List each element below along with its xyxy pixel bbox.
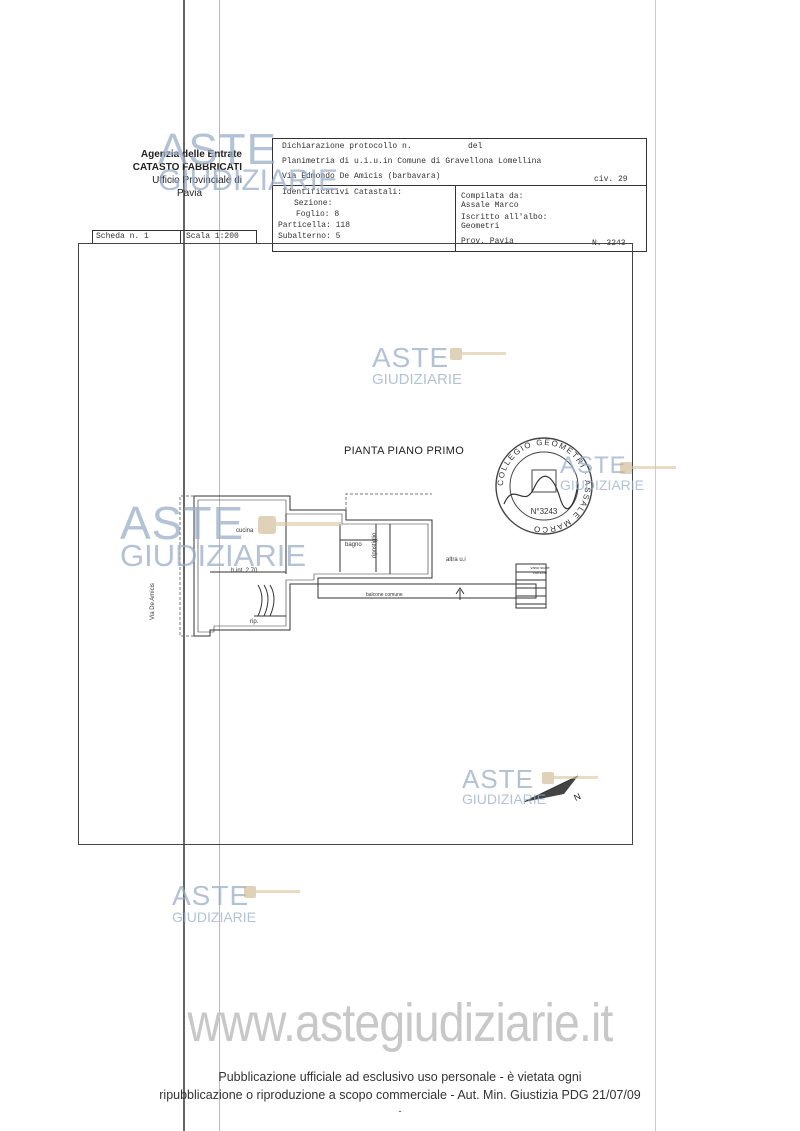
- subalterno-line: Subalterno: 5: [278, 232, 341, 241]
- compilata-line: Compilata da:: [461, 192, 524, 201]
- iscritto-line: Iscritto all'albo:: [461, 213, 548, 222]
- plan-outline-inner: [197, 499, 429, 633]
- address-line: Via Edmondo De Amicis (barbavara): [282, 172, 441, 181]
- ident-title: Identificativi Catastali:: [282, 188, 403, 197]
- header-form: [272, 138, 647, 252]
- civ-line: civ. 29: [594, 175, 628, 184]
- header-divider-2: [455, 185, 456, 251]
- gavel-icon: [542, 772, 598, 784]
- scan-line-left: [183, 0, 185, 1131]
- watermark-plan: ASTE GIUDIZIARIE: [120, 497, 307, 573]
- watermark-stamp: ASTE GIUDIZIARIE: [560, 452, 645, 493]
- province-label: Pavia: [176, 188, 202, 199]
- gavel-icon: [620, 462, 676, 474]
- gavel-icon: [450, 348, 506, 360]
- scheda-label: Scheda n. 1: [96, 232, 149, 241]
- surveyor-stamp: COLLEGIO GEOMETRI · ASSALE MARCO N°3243: [495, 437, 593, 535]
- footer-line-2: ripubblicazione o riproduzione a scopo c…: [159, 1088, 641, 1102]
- signature: [503, 475, 579, 510]
- scan-line-left-2: [219, 0, 220, 1131]
- declaration-line: Dichiarazione protocollo n.: [282, 142, 412, 151]
- agency-name: Agenzia delle Entrate: [140, 149, 242, 160]
- label-ripostiglio: ripostiglio: [372, 532, 378, 558]
- stamp-number: N°3243: [531, 507, 558, 516]
- footer-line-1: Pubblicazione ufficiale ad esclusivo uso…: [218, 1070, 582, 1084]
- label-cucina: cucina: [236, 528, 254, 534]
- gavel-icon: [258, 516, 342, 534]
- prov-line: Prov. Pavia: [461, 237, 514, 246]
- footer-mark: -: [398, 1106, 402, 1116]
- watermark-north: ASTE GIUDIZIARIE: [462, 764, 547, 807]
- agency-block: Agenzia delle Entrate CATASTO FABBRICATI…: [96, 148, 242, 200]
- ufficio-label: Ufficio Provinciale di: [152, 175, 242, 186]
- north-arrow-icon: [523, 775, 579, 803]
- planimetria-line: Planimetria di u.i.u.in Comune di Gravel…: [282, 157, 542, 166]
- plan-outline: [193, 495, 433, 637]
- label-rip: rip.: [250, 619, 259, 625]
- declaration-del: del: [468, 142, 483, 151]
- sezione-line: Sezione:: [294, 199, 333, 208]
- catasto-title: CATASTO FABBRICATI: [132, 162, 242, 173]
- scan-line-right: [655, 0, 656, 1131]
- foglio-line: Foglio: 8: [296, 210, 340, 219]
- particella-line: Particella: 118: [278, 221, 351, 230]
- watermark-header: ASTE GIUDIZIARIE: [158, 125, 339, 197]
- gavel-icon: [244, 886, 300, 898]
- scala-label: Scala 1:200: [186, 232, 239, 241]
- floor-plan: [179, 493, 547, 637]
- label-scale: vano scale comune: [530, 565, 550, 575]
- label-balcone: balcone comune: [366, 592, 403, 598]
- scheda-divider: [180, 230, 181, 243]
- compiler-name: Assale Marco: [461, 201, 519, 210]
- label-height: h.int. 2.70: [231, 568, 258, 574]
- label-street: Via De Amicis: [150, 583, 156, 620]
- footer-website: www.astegiudiziarie.it: [187, 993, 613, 1053]
- watermark-center: ASTE GIUDIZIARIE: [372, 342, 463, 388]
- plan-title: PIANTA PIANO PRIMO: [344, 445, 465, 457]
- albo-line: Geometri: [461, 222, 500, 231]
- label-bagno: bagno: [345, 542, 362, 548]
- header-divider-1: [272, 185, 646, 186]
- watermark-lower: ASTE GIUDIZIARIE: [172, 880, 257, 925]
- drawing-frame: [78, 243, 633, 845]
- label-altra: altra u.i: [446, 557, 466, 563]
